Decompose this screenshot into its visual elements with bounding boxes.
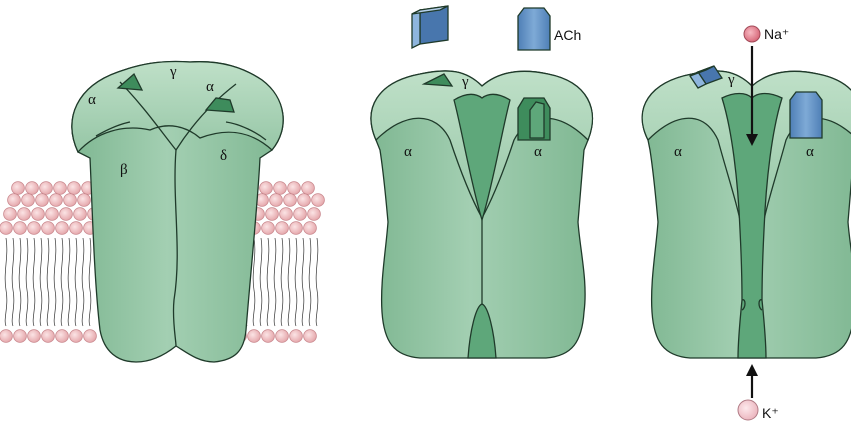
- subunit-gamma-label-3: γ: [727, 72, 735, 88]
- left-lipid-head: [56, 222, 69, 235]
- left-lipid-tail: [68, 238, 70, 326]
- right-lipid-head: [260, 182, 273, 195]
- left-lipid-head: [8, 194, 21, 207]
- subunit-alpha-left-label: α: [88, 92, 96, 108]
- right-lipid-head: [248, 330, 261, 343]
- sodium-ion: [744, 26, 760, 42]
- right-lipid-tail: [267, 238, 269, 326]
- right-lipid-tail: [295, 238, 297, 326]
- left-lipid-head: [84, 330, 97, 343]
- left-lipid-head: [60, 208, 73, 221]
- left-lipid-tail: [54, 238, 56, 326]
- ach-ligand-right: [518, 8, 550, 50]
- left-lipid-head: [70, 330, 83, 343]
- left-lipid-tail: [75, 238, 77, 326]
- left-lipid-head: [42, 330, 55, 343]
- right-lipid-tail: [309, 238, 311, 326]
- right-lipid-tail: [274, 238, 276, 326]
- subunit-gamma-label-2: γ: [461, 74, 469, 90]
- ach-bound-right: [790, 92, 822, 138]
- right-lipid-head: [290, 222, 303, 235]
- right-lipid-head: [302, 182, 315, 195]
- right-lipid-tail: [302, 238, 304, 326]
- right-lipid-head: [308, 208, 321, 221]
- left-lipid-head: [28, 330, 41, 343]
- left-lipid-head: [22, 194, 35, 207]
- right-lipid-head: [266, 208, 279, 221]
- lipid-bilayer-left: [0, 182, 100, 343]
- right-lipid-head: [284, 194, 297, 207]
- panel-3-open-channel: γ α α Na⁺ K⁺: [642, 26, 851, 421]
- potassium-ion: [738, 400, 758, 420]
- right-lipid-tail: [281, 238, 283, 326]
- left-lipid-tail: [61, 238, 63, 326]
- left-lipid-head: [74, 208, 87, 221]
- left-lipid-head: [14, 222, 27, 235]
- right-lipid-head: [304, 222, 317, 235]
- right-lipid-head: [276, 330, 289, 343]
- right-lipid-head: [274, 182, 287, 195]
- binding-site-right-with-ach: [518, 98, 550, 140]
- left-lipid-tail: [40, 238, 42, 326]
- subunit-gamma-label: γ: [169, 64, 177, 80]
- left-lipid-head: [32, 208, 45, 221]
- right-lipid-head: [288, 182, 301, 195]
- sodium-label: Na⁺: [764, 26, 789, 42]
- subunit-alpha-left-label-3: α: [674, 144, 682, 160]
- panel-2-closed-channel: ACh γ α α: [371, 6, 592, 358]
- left-lipid-head: [42, 222, 55, 235]
- subunit-alpha-left-label-2: α: [404, 144, 412, 160]
- left-lipid-tail: [26, 238, 28, 326]
- left-lipid-head: [12, 182, 25, 195]
- left-lipid-head: [56, 330, 69, 343]
- right-lipid-head: [294, 208, 307, 221]
- left-lipid-head: [4, 208, 17, 221]
- left-lipid-head: [14, 330, 27, 343]
- subunit-alpha-right-label-3: α: [806, 144, 814, 160]
- ach-label: ACh: [554, 27, 581, 43]
- left-lipid-head: [78, 194, 91, 207]
- left-lipid-head: [0, 330, 12, 343]
- left-lipid-tail: [33, 238, 35, 326]
- left-lipid-head: [68, 182, 81, 195]
- left-lipid-head: [50, 194, 63, 207]
- left-lipid-tail: [47, 238, 49, 326]
- subunit-beta-label: β: [120, 162, 128, 178]
- right-lipid-head: [276, 222, 289, 235]
- potassium-outflow-arrowhead: [746, 364, 758, 376]
- left-lipid-head: [46, 208, 59, 221]
- right-lipid-head: [304, 330, 317, 343]
- left-lipid-head: [36, 194, 49, 207]
- subunit-alpha-right-label-2: α: [534, 144, 542, 160]
- right-lipid-head: [298, 194, 311, 207]
- left-lipid-tail: [89, 238, 91, 326]
- potassium-label: K⁺: [762, 405, 779, 421]
- left-lipid-head: [64, 194, 77, 207]
- right-lipid-head: [262, 330, 275, 343]
- right-lipid-head: [312, 194, 325, 207]
- subunit-delta-label: δ: [220, 148, 227, 164]
- left-lipid-head: [28, 222, 41, 235]
- right-lipid-tail: [288, 238, 290, 326]
- left-lipid-tail: [82, 238, 84, 326]
- right-lipid-head: [262, 222, 275, 235]
- left-lipid-head: [18, 208, 31, 221]
- left-lipid-head: [40, 182, 53, 195]
- left-lipid-head: [0, 222, 12, 235]
- subunit-alpha-right-label: α: [206, 79, 214, 95]
- left-lipid-tail: [19, 238, 21, 326]
- right-lipid-head: [280, 208, 293, 221]
- right-lipid-head: [290, 330, 303, 343]
- left-lipid-head: [70, 222, 83, 235]
- right-lipid-head: [270, 194, 283, 207]
- left-lipid-tail: [12, 238, 14, 326]
- left-lipid-tail: [5, 238, 7, 326]
- right-lipid-tail: [260, 238, 262, 326]
- left-lipid-head: [54, 182, 67, 195]
- ach-ligand-left: [412, 6, 448, 48]
- panel-1-receptor-in-membrane: γ α α β δ: [0, 61, 324, 362]
- left-lipid-head: [26, 182, 39, 195]
- right-lipid-tail: [316, 238, 318, 326]
